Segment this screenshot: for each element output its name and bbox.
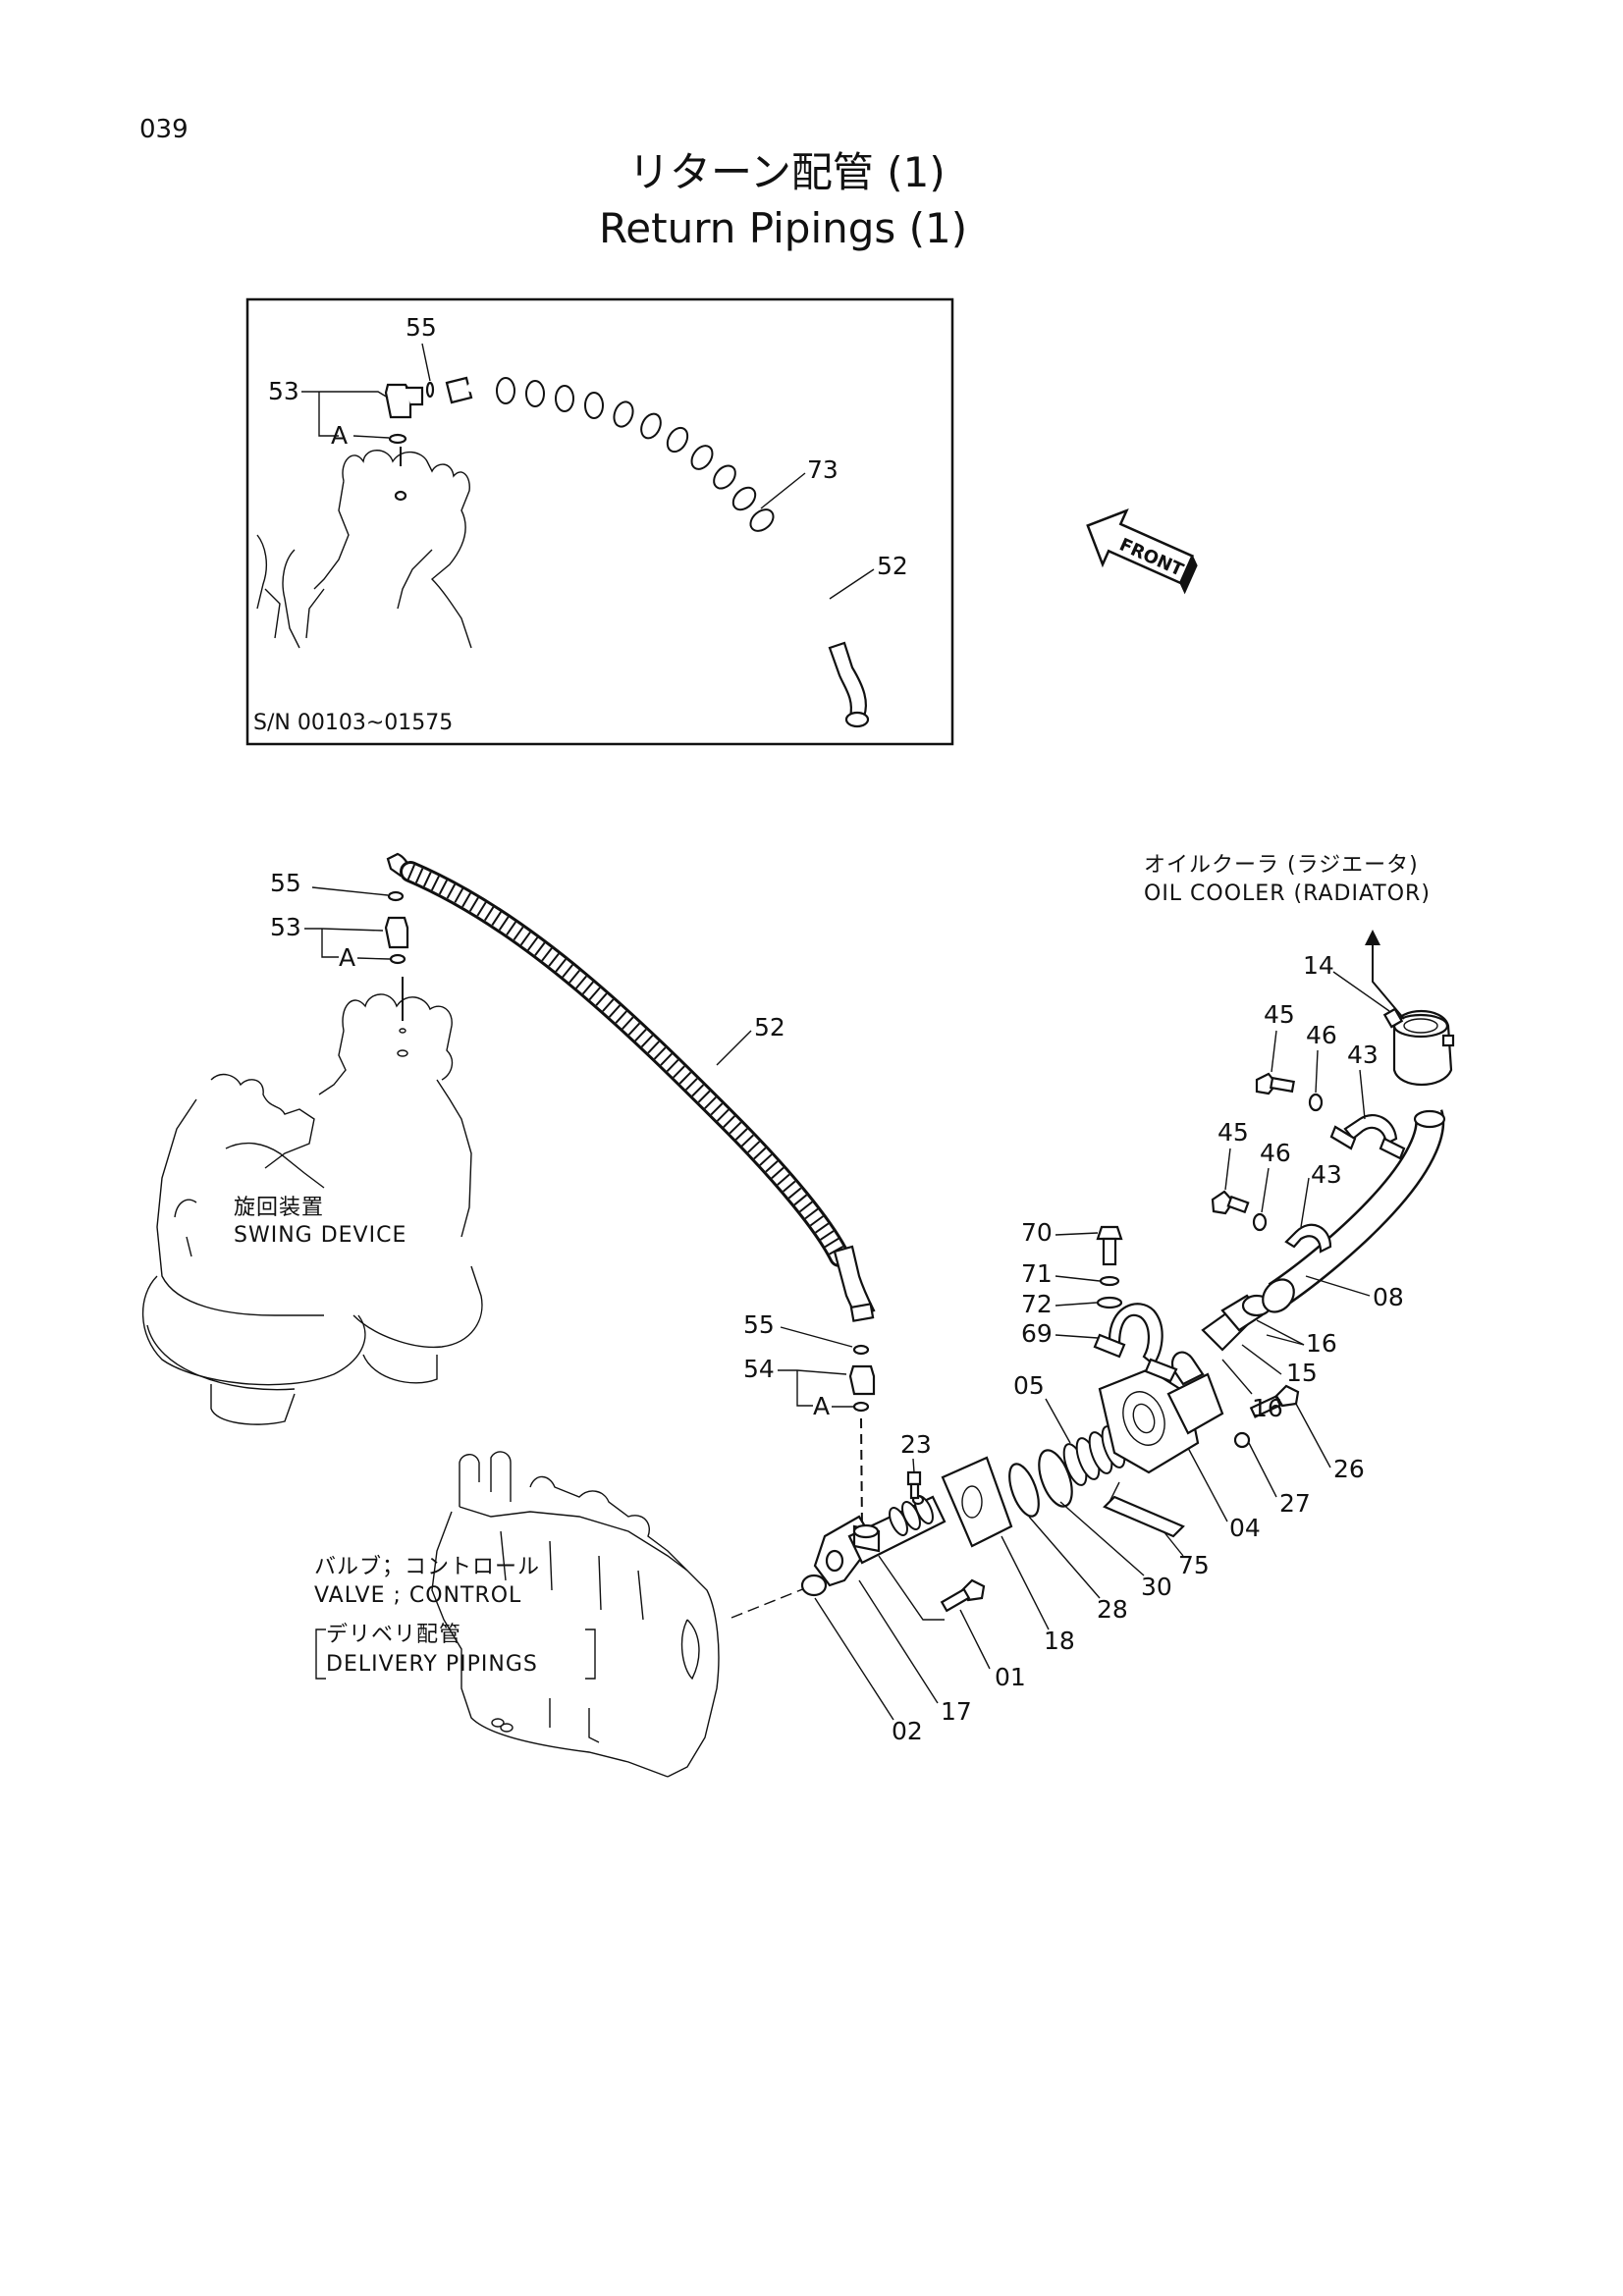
callout-15: 15 [1286,1359,1318,1387]
callout-26: 26 [1333,1455,1365,1483]
inset-callout-73: 73 [807,455,839,484]
swing-device-label-en: SWING DEVICE [234,1223,406,1248]
delivery-label-jp: デリベリ配管 [326,1623,461,1647]
return-line-assembly [800,1007,1455,1613]
inset-callout-53: 53 [268,377,299,405]
callout-45-upper: 45 [1264,1000,1295,1029]
title-japanese: リターン配管 (1) [628,148,946,196]
swing-device-drawing [141,977,483,1425]
inset-callout-52: 52 [877,552,908,580]
callout-04: 04 [1229,1514,1261,1542]
callout-70: 70 [1021,1218,1053,1247]
adapter-54 [848,1364,876,1396]
callout-45-lower: 45 [1217,1118,1249,1147]
callout-75: 75 [1178,1551,1210,1579]
swing-device-label-jp: 旋回装置 [234,1196,324,1220]
callout-55-bottom: 55 [743,1310,775,1339]
valve-label-jp: バルブ；コントロール [314,1555,540,1579]
o-ring-a-top [389,953,406,965]
front-direction-arrow: FRONT [1086,507,1198,595]
callout-54: 54 [743,1355,775,1383]
callout-28: 28 [1097,1595,1128,1624]
delivery-label-en: DELIVERY PIPINGS [326,1652,538,1677]
callout-71: 71 [1021,1259,1053,1288]
callout-a-bottom: A [813,1392,830,1420]
callout-27: 27 [1279,1489,1311,1518]
callout-72: 72 [1021,1290,1053,1318]
callout-46-upper: 46 [1306,1021,1337,1049]
callout-52: 52 [754,1013,785,1041]
callout-05: 05 [1013,1371,1045,1400]
serial-range: S/N 00103~01575 [253,711,453,735]
callout-53: 53 [270,913,301,941]
valve-label-en: VALVE ; CONTROL [314,1583,521,1608]
callout-labels: 55 53 A 52 14 45 46 43 45 46 43 70 71 72… [270,869,1404,1745]
callout-01: 01 [995,1663,1026,1691]
callout-30: 30 [1141,1573,1172,1601]
callout-a-top: A [339,943,355,972]
inset-panel: 55 53 A 73 52 S/N 00103~01575 [245,297,954,746]
adapter-53 [384,916,409,949]
page-number: 039 [139,115,189,144]
oil-cooler-label-jp: オイルクーラ (ラジエータ) [1144,853,1419,878]
inset-callout-a: A [331,421,348,450]
callout-18: 18 [1044,1627,1075,1655]
callout-02: 02 [892,1717,923,1745]
o-ring-a-bottom [852,1401,870,1413]
control-valve-drawing [431,1451,720,1778]
delivery-bracket-left [315,1629,326,1680]
callout-08: 08 [1373,1283,1404,1311]
callout-55-top: 55 [270,869,301,897]
callout-14: 14 [1303,951,1334,980]
oil-cooler-label-en: OIL COOLER (RADIATOR) [1144,881,1431,906]
o-ring-55-top [387,890,405,902]
callout-69: 69 [1021,1319,1053,1348]
callout-17: 17 [941,1697,972,1726]
hose-52 [386,852,876,1322]
callout-16-upper: 16 [1306,1329,1337,1358]
inset-callout-55: 55 [406,313,437,342]
callout-23: 23 [900,1430,932,1459]
callout-43-upper: 43 [1347,1041,1379,1069]
o-ring-55-bottom [852,1344,870,1356]
callout-46-lower: 46 [1260,1139,1291,1167]
callout-16-lower: 16 [1252,1394,1283,1422]
delivery-bracket-right [585,1629,596,1680]
title-english: Return Pipings (1) [599,204,967,252]
callout-43-lower: 43 [1311,1160,1342,1189]
